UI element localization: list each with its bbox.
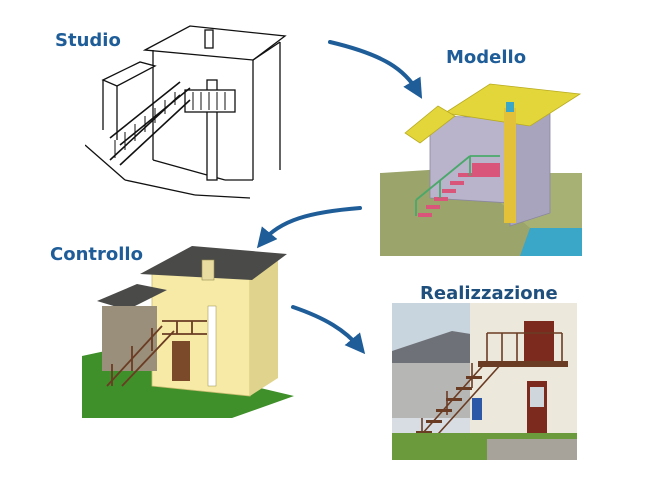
- controllo-render-image: [82, 246, 294, 418]
- modello-3d-image: [380, 83, 582, 256]
- stage-label-modello: Modello: [446, 47, 527, 68]
- curved-arrow-icon: [256, 206, 362, 249]
- stage-label-controllo: Controllo: [50, 244, 143, 265]
- realizzazione-photo-image: [392, 303, 577, 460]
- studio-sketch-image: [85, 25, 287, 199]
- curved-arrow-icon: [291, 305, 366, 355]
- stage-label-realizzazione: Realizzazione: [420, 283, 558, 304]
- stage-label-studio: Studio: [55, 30, 121, 51]
- curved-arrow-icon: [328, 40, 423, 99]
